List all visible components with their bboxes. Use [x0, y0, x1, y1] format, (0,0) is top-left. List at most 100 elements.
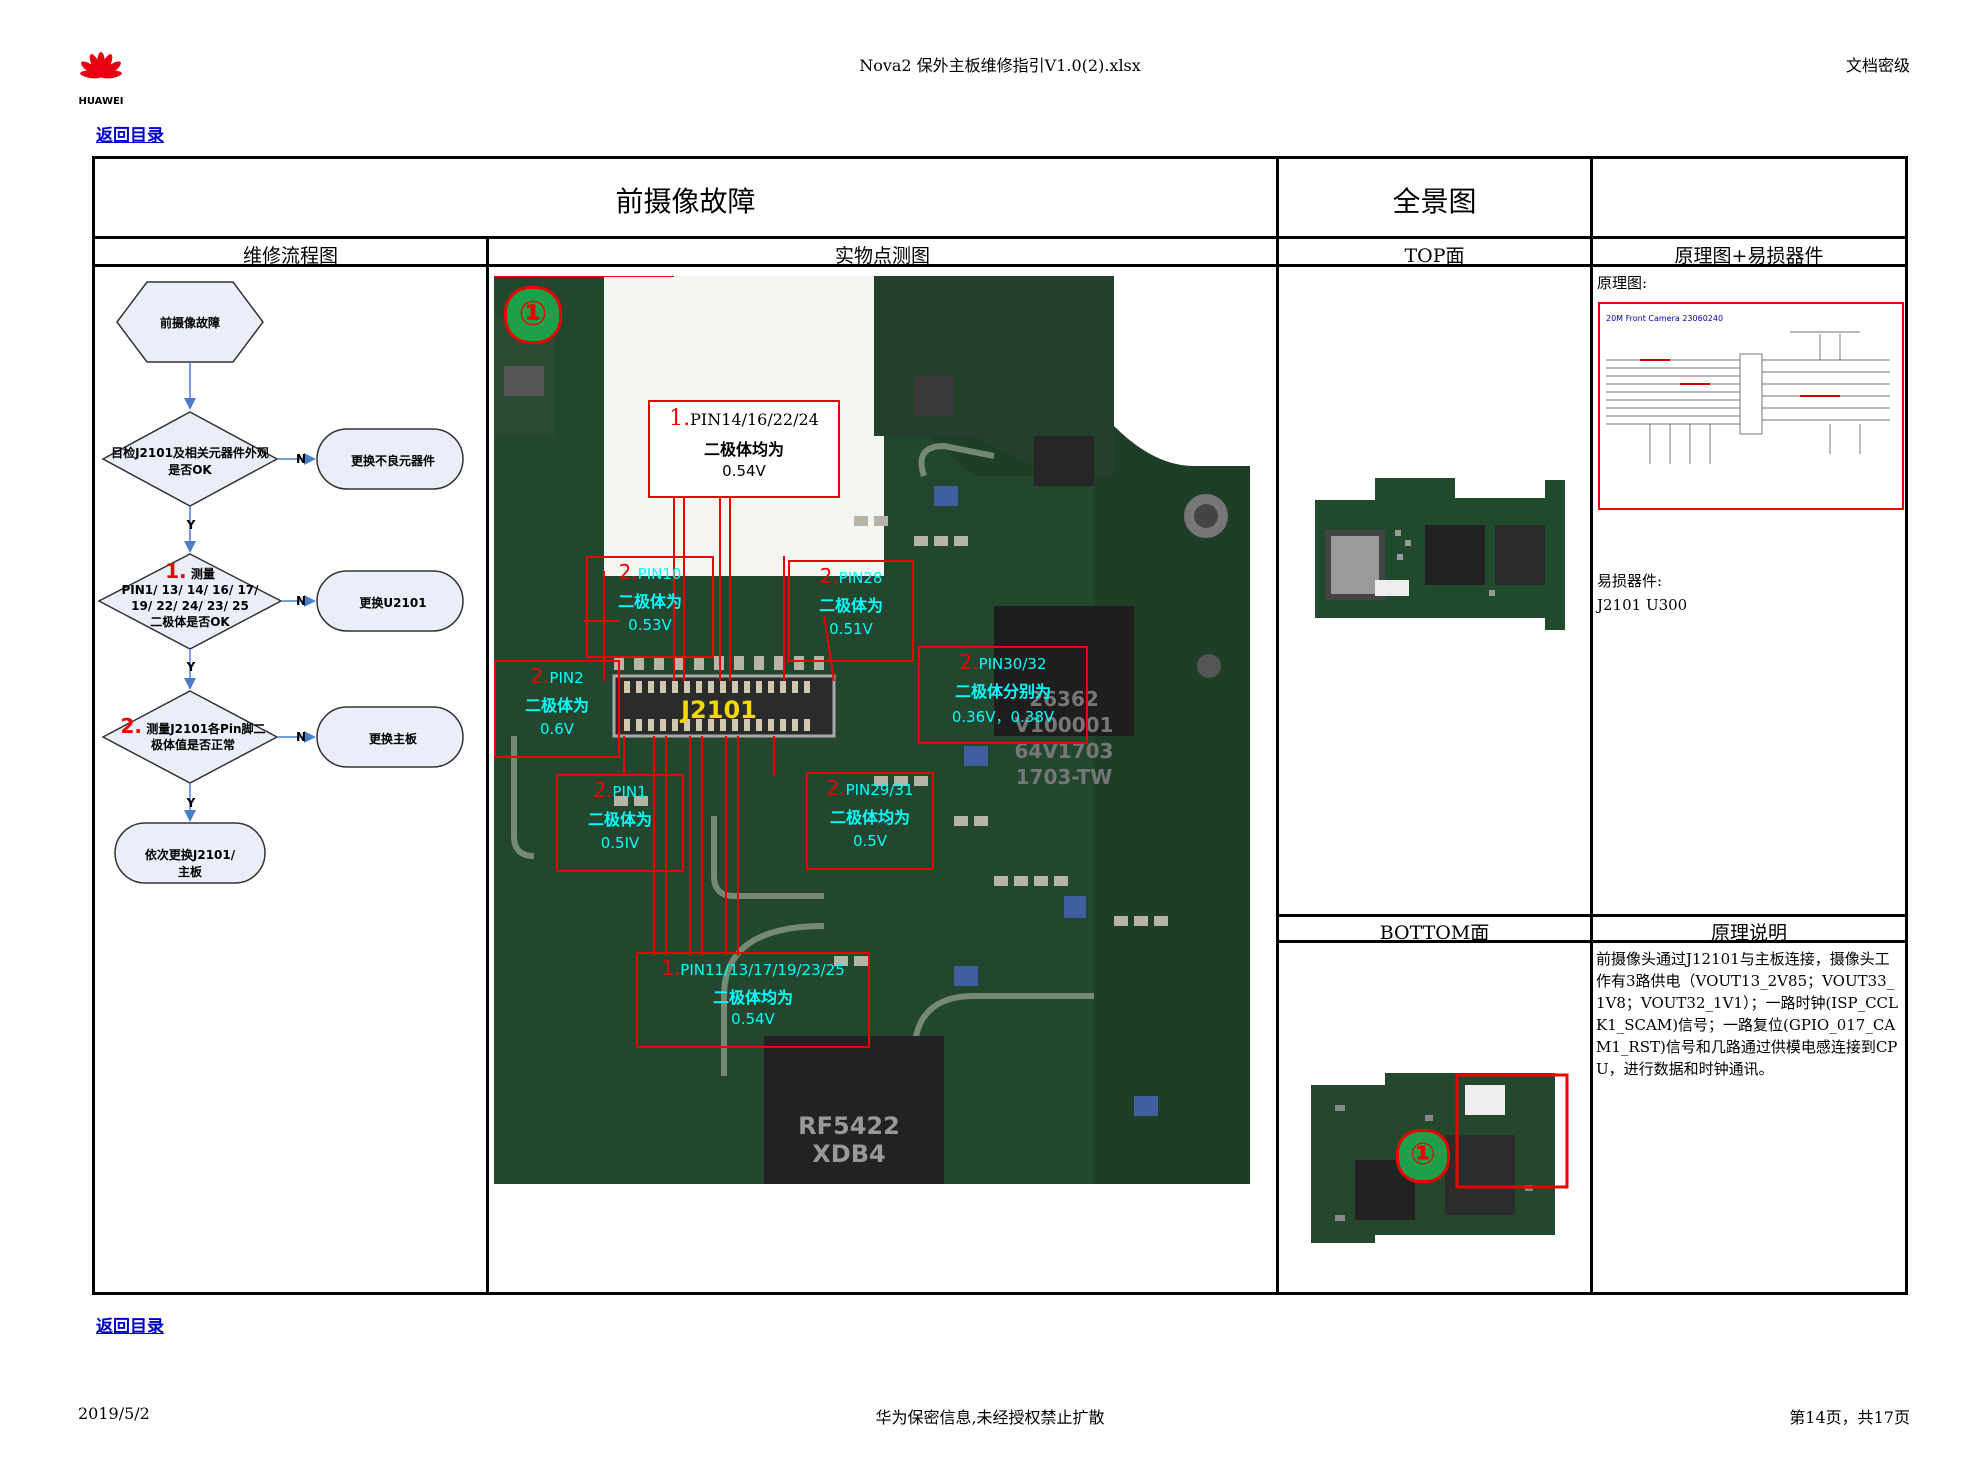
flow-end-text: 依次更换J2101/主板 [144, 848, 236, 879]
callout-pin2-pins: PIN2 [549, 669, 584, 687]
callout-pin10: 2.PIN10 二极体为 0.53V [586, 556, 714, 658]
back-to-index-link-bottom[interactable]: 返回目录 [96, 1317, 164, 1337]
back-to-index-link-top[interactable]: 返回目录 [96, 126, 164, 146]
schematic-header: 原理图+易损器件 [1674, 245, 1824, 267]
callout-pin29-pins: PIN29/31 [845, 781, 914, 799]
footer-page-number: 第14页，共17页 [1789, 1408, 1910, 1427]
flow-step1-n-text: 更换不良元器件 [350, 454, 435, 468]
callout-pin14-pin: 1.PIN14/16/22/24 [650, 406, 838, 431]
callout-pin2-pin: 2.PIN2 [496, 664, 618, 688]
callout-pin11-value: 0.54V [731, 1010, 775, 1028]
callout-pin14-text: 二极体均为 [703, 440, 784, 459]
callout-pin10-pin: 2.PIN10 [588, 560, 712, 584]
flow-start-text: 前摄像故障 [159, 316, 220, 330]
callout-pin30: 2.PIN30/32 二极体分别为 0.36V，0.38V [918, 646, 1088, 744]
repair-flowchart [97, 281, 464, 884]
callout-pin29: 2.PIN29/31 二极体均为 0.5V [806, 772, 934, 870]
callout-pin1-pins: PIN1 [612, 783, 647, 801]
flow-step2-text: 1. 测量 PIN1/ 13/ 14/ 16/ 17/ 19/ 22/ 24/ … [112, 561, 268, 630]
callout-pin30-pin: 2.PIN30/32 [920, 650, 1086, 674]
flow-step2-num: 1. [165, 559, 187, 583]
callout-pin28-pin: 2.PIN28 [790, 564, 912, 588]
callout-pin1-pin: 2.PIN1 [558, 778, 682, 802]
callout-pin10-num: 2. [618, 560, 638, 584]
schematic-drawing [1606, 331, 1890, 464]
callout-pin30-num: 2. [959, 650, 979, 674]
callout-pin1: 2.PIN1 二极体为 0.5IV [556, 774, 684, 872]
callout-pin14-value: 0.54V [722, 462, 766, 480]
callout-pin1-text: 二极体为 [587, 810, 652, 829]
callout-pin29-num: 2. [826, 776, 846, 800]
flow-step2-c: 二极体是否OK [150, 615, 230, 629]
flow-step3-text: 2. 测量J2101各Pin脚二极体值是否正常 [118, 716, 268, 753]
flow-step2-n-label: N [295, 594, 307, 608]
file-title: Nova2 保外主板维修指引V1.0(2).xlsx [859, 56, 1141, 75]
flow-step1-n-label: N [295, 452, 307, 466]
callout-pin29-text: 二极体均为 [829, 808, 910, 827]
callout-pin1-value: 0.5IV [600, 834, 640, 852]
j2101-label: J2101 [681, 696, 757, 724]
flow-replace-components [316, 428, 464, 490]
callout-pin14: 1.PIN14/16/22/24 二极体均为 0.54V [648, 400, 840, 498]
callout-pin11-num: 1. [661, 956, 681, 980]
schematic-caption: 20M Front Camera 23060240 [1606, 314, 1724, 323]
chip-rf5422-label: RF5422 XDB4 [798, 1112, 900, 1168]
principle-header: 原理说明 [1710, 922, 1787, 944]
brand-name: HUAWEI [78, 96, 124, 107]
callout-pin10-value: 0.53V [628, 616, 672, 634]
flow-replace-board [316, 706, 464, 768]
bottom-marker-glyph: ① [1410, 1137, 1436, 1172]
callout-pin11-text: 二极体均为 [712, 988, 793, 1007]
flow-step2-a: 测量 [190, 567, 215, 581]
flow-step2-n-text: 更换U2101 [359, 596, 427, 610]
test-points-header: 实物点测图 [834, 245, 930, 267]
bottom-side-header: BOTTOM面 [1379, 922, 1490, 944]
callout-pin10-text: 二极体为 [617, 592, 682, 611]
callout-pin10-pins: PIN10 [637, 565, 682, 583]
footer-date: 2019/5/2 [78, 1404, 150, 1423]
flow-end-node [114, 822, 266, 884]
wear-parts-label: 易损器件: [1597, 572, 1663, 590]
flow-step3-n-text: 更换主板 [368, 732, 417, 746]
flow-step3-y-label: Y [186, 796, 196, 810]
callout-pin2: 2.PIN2 二极体为 0.6V [494, 660, 620, 758]
callout-pin30-pins: PIN30/32 [978, 655, 1047, 673]
schematic-label: 原理图: [1597, 274, 1648, 292]
callout-pin28: 2.PIN28 二极体为 0.51V [788, 560, 914, 662]
flow-start-node [116, 281, 264, 363]
test-photo-marker: ① [504, 286, 562, 344]
callout-pin28-text: 二极体为 [818, 596, 883, 615]
callout-pin14-pins: PIN14/16/22/24 [690, 410, 819, 429]
callout-pin2-num: 2. [530, 664, 550, 688]
schematic-image: 20M Front Camera 23060240 [1598, 302, 1904, 510]
flowchart-header: 维修流程图 [242, 245, 338, 267]
wear-parts-value: J2101 U300 [1597, 596, 1688, 614]
callout-pin30-text: 二极体分别为 [954, 682, 1051, 701]
confidentiality-label: 文档密级 [1845, 56, 1910, 75]
callout-pin30-value: 0.36V，0.38V [951, 708, 1055, 726]
callout-pin11-pin: 1.PIN11/13/17/19/23/25 [638, 956, 868, 980]
pcb-artwork [494, 276, 1250, 1184]
flow-step3-body: 测量J2101各Pin脚二极体值是否正常 [146, 722, 266, 752]
callout-pin2-text: 二极体为 [524, 696, 589, 715]
bottom-side-marker: ① [1396, 1129, 1450, 1183]
callout-pin1-num: 2. [593, 778, 613, 802]
callout-pin28-value: 0.51V [829, 620, 873, 638]
footer-notice: 华为保密信息,未经授权禁止扩散 [875, 1408, 1105, 1427]
table-title: 前摄像故障 [615, 185, 756, 218]
callout-pin14-num: 1. [669, 406, 691, 431]
flow-step2-b: PIN1/ 13/ 14/ 16/ 17/ 19/ 22/ 24/ 23/ 25 [121, 583, 259, 613]
huawei-petals-icon [80, 52, 122, 79]
principle-text: 前摄像头通过J12101与主板连接，摄像头工作有3路供电（VOUT13_2V85… [1596, 950, 1899, 1078]
callout-pin29-pin: 2.PIN29/31 [808, 776, 932, 800]
callout-pin29-value: 0.5V [852, 832, 888, 850]
huawei-logo: HUAWEI [76, 52, 126, 107]
flow-step1-y-label: Y [186, 518, 196, 532]
callout-pin28-num: 2. [819, 564, 839, 588]
flow-step2-y-label: Y [186, 660, 196, 674]
callout-pin11: 1.PIN11/13/17/19/23/25 二极体均为 0.54V [636, 952, 870, 1048]
flow-step3-num: 2. [120, 714, 142, 738]
top-side-header: TOP面 [1404, 245, 1465, 267]
callout-pin11-pins: PIN11/13/17/19/23/25 [680, 961, 845, 979]
flow-step1-text: 目检J2101及相关元器件外观是否OK [111, 446, 269, 477]
